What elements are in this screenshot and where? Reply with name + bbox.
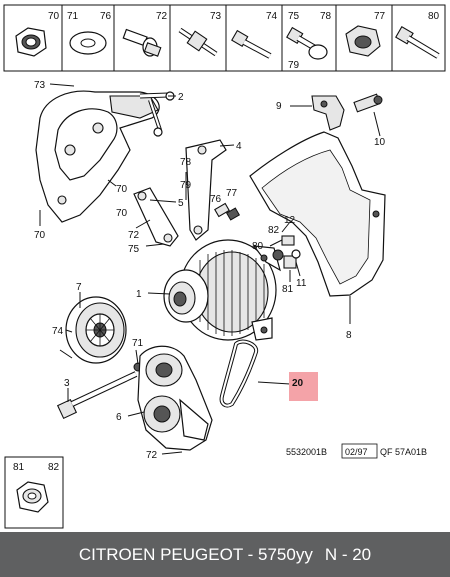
callout-1: 1	[136, 289, 142, 300]
callout-3: 3	[64, 378, 70, 389]
footer-bar: CITROEN PEUGEOT - 5750yy N - 20	[0, 532, 450, 577]
parts-diagram: 70 71 76 72 73 74 75 78 79 77 80	[3, 4, 446, 529]
callout-80: 80	[252, 241, 264, 252]
engine-bracket	[35, 90, 160, 223]
header-num-71: 71	[67, 11, 79, 22]
header-num-78: 78	[320, 11, 332, 22]
callout-20: 20	[292, 378, 304, 389]
idler-pulley	[65, 296, 127, 364]
header-num-79: 79	[288, 60, 300, 71]
callout-72b: 72	[146, 450, 158, 461]
header-num-76: 76	[100, 11, 112, 22]
callout-71: 71	[132, 338, 144, 349]
callout-12: 12	[284, 215, 296, 226]
alternator	[163, 239, 281, 341]
header-strip: 70 71 76 72 73 74 75 78 79 77 80	[3, 4, 446, 72]
washer-icon	[69, 31, 107, 55]
ref-date: 02/97	[345, 447, 368, 457]
highlight-box	[289, 372, 318, 401]
callout-82: 82	[268, 225, 280, 236]
header-num-77: 77	[374, 11, 386, 22]
bracket-9	[311, 93, 383, 131]
long-bolt-icon	[395, 26, 440, 59]
callout-2: 2	[178, 92, 184, 103]
callout-81: 81	[282, 284, 294, 295]
callout-78: 78	[180, 157, 192, 168]
adjuster-arm-5	[133, 187, 179, 247]
exploded-view: 73 2 4 78 79 70 5 70 72 75 70 76 77 9 10…	[34, 80, 386, 461]
nut-icon	[15, 27, 47, 57]
nut-icon	[16, 481, 49, 513]
flange-bolt-icon	[122, 28, 162, 57]
link-rod-2	[139, 91, 175, 137]
header-num-73: 73	[210, 11, 222, 22]
inset-num-82: 82	[48, 462, 60, 473]
tensioner	[137, 345, 213, 451]
callout-70c: 70	[34, 230, 46, 241]
callout-76: 76	[210, 194, 222, 205]
header-num-72: 72	[156, 11, 168, 22]
inset-num-81: 81	[13, 462, 25, 473]
header-num-80: 80	[428, 11, 440, 22]
callout-74: 74	[52, 326, 64, 337]
callout-72a: 72	[128, 230, 140, 241]
callout-5: 5	[178, 198, 184, 209]
callout-8: 8	[346, 330, 352, 341]
callout-77: 77	[226, 188, 238, 199]
callout-70a: 70	[116, 184, 128, 195]
drive-belt	[219, 339, 259, 408]
callout-4: 4	[236, 141, 242, 152]
callout-70b: 70	[116, 208, 128, 219]
callout-79: 79	[180, 180, 192, 191]
support-arm-4	[185, 139, 227, 241]
footer-page: N - 20	[324, 544, 372, 564]
callout-11: 11	[296, 278, 307, 289]
ref-drawing: 5532001B	[286, 447, 327, 457]
callout-7: 7	[76, 282, 82, 293]
long-bolt-3	[56, 362, 143, 420]
callout-6: 6	[116, 412, 122, 423]
callout-10: 10	[374, 137, 386, 148]
header-num-75: 75	[288, 11, 300, 22]
callout-75: 75	[128, 244, 140, 255]
leader-lines	[39, 83, 381, 455]
header-num-70: 70	[48, 11, 60, 22]
inset-nut: 81 82	[4, 456, 64, 529]
ref-group: QF 57A01B	[380, 447, 427, 457]
footer-brand: CITROEN PEUGEOT - 5750yy	[78, 544, 313, 564]
bolt-icon	[231, 29, 272, 59]
callout-73: 73	[34, 80, 46, 91]
stud-bolt-icon	[178, 27, 218, 57]
reference-codes: 5532001B 02/97 QF 57A01B	[286, 443, 427, 459]
header-num-74: 74	[266, 11, 278, 22]
collar-nut-icon	[345, 25, 381, 57]
bolt-washer-icon	[286, 26, 328, 60]
belt-guard	[249, 131, 386, 297]
callout-9: 9	[276, 101, 282, 112]
